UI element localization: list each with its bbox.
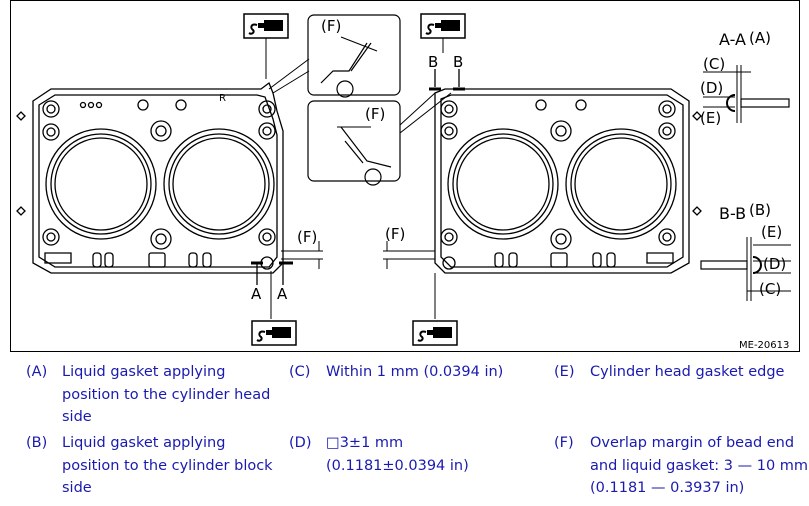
apply-marks-b <box>429 69 465 91</box>
r-mark: R <box>219 93 226 104</box>
legend-desc-a: Liquid gasket applying position to the c… <box>62 361 270 429</box>
legend-desc-f: Overlap margin of bead end and liquid ga… <box>590 432 808 500</box>
callout-a-2: A <box>277 285 288 303</box>
callout-f-right: (F) <box>385 225 405 243</box>
legend-desc-b-line: position to the cylinder block <box>62 457 273 474</box>
left-gasket <box>16 81 284 274</box>
callout-f-zoom-bottom: (F) <box>365 105 385 123</box>
leader-bottom-a <box>399 92 436 126</box>
callout-f-left: (F) <box>297 228 317 246</box>
section-bb-callout-e: (E) <box>761 223 782 241</box>
legend-code-e: (E) <box>554 364 575 380</box>
leader-top-a <box>268 58 310 90</box>
legend-code-b: (B) <box>26 435 48 451</box>
callout-b-1: B <box>428 53 438 71</box>
legend-desc-c-line: Within 1 mm (0.0394 in) <box>326 364 504 380</box>
section-bb-drawing <box>700 237 791 301</box>
right-gasket <box>434 88 702 274</box>
callout-a-1: A <box>251 285 262 303</box>
right-overlap-dimension <box>383 241 435 269</box>
legend-code-c: (C) <box>289 364 311 380</box>
section-bb-title: B-B <box>719 204 746 223</box>
detail-box-bottom <box>307 100 401 186</box>
section-bb-callout-d: (D) <box>763 255 786 273</box>
legend-desc-f-line: (0.1181 — 0.3937 in) <box>590 480 745 496</box>
legend-desc-c: Within 1 mm (0.0394 in) <box>326 361 503 384</box>
left-overlap-dimension <box>281 241 323 269</box>
legend-desc-b-line: side <box>62 480 92 496</box>
diagram-frame: R A A (F) <box>10 0 800 352</box>
legend-desc-d-line: □3±1 mm <box>326 435 404 451</box>
section-aa-drawing <box>703 65 790 123</box>
section-aa-sub: (A) <box>749 29 771 47</box>
gasket-diagram: R A A (F) <box>16 13 791 351</box>
legend-desc-a-line: Liquid gasket applying <box>62 364 226 380</box>
callout-f-zoom-top: (F) <box>321 17 341 35</box>
legend-desc-f-line: Overlap margin of bead end <box>590 435 795 451</box>
section-aa-title: A-A <box>719 30 746 49</box>
legend: (A) Liquid gasket applying position to t… <box>0 356 809 506</box>
legend-desc-f-line: and liquid gasket: 3 — 10 mm <box>590 457 809 474</box>
legend-desc-d-line: (0.1181±0.0394 in) <box>326 457 469 474</box>
section-aa-callout-c: (C) <box>703 55 725 73</box>
figure-ref-code: ME-20613 <box>739 340 789 351</box>
legend-desc-e: Cylinder head gasket edge <box>590 361 784 384</box>
section-aa-callout-e: (E) <box>700 109 721 127</box>
legend-code-a: (A) <box>26 364 48 380</box>
liquid-gasket-icon <box>420 13 466 39</box>
legend-desc-e-line: Cylinder head gasket edge <box>590 364 785 380</box>
legend-desc-a-line: side <box>62 409 92 425</box>
leader-top-b <box>272 70 310 94</box>
callout-b-2: B <box>453 53 463 71</box>
legend-desc-d: □3±1 mm (0.1181±0.0394 in) <box>326 432 469 477</box>
liquid-gasket-icon <box>243 13 289 39</box>
leader-bottom-b <box>399 92 452 134</box>
legend-code-d: (D) <box>289 435 312 451</box>
liquid-gasket-icon <box>251 320 297 346</box>
legend-code-f: (F) <box>554 435 574 451</box>
liquid-gasket-icon <box>412 320 458 346</box>
detail-box-top <box>307 14 401 98</box>
section-aa-callout-d: (D) <box>700 79 723 97</box>
legend-desc-b: Liquid gasket applying position to the c… <box>62 432 273 500</box>
section-bb-callout-c: (C) <box>759 280 781 298</box>
legend-desc-a-line: position to the cylinder head <box>62 386 271 403</box>
section-bb-sub: (B) <box>749 201 771 219</box>
apply-marks-a <box>251 261 293 285</box>
legend-desc-b-line: Liquid gasket applying <box>62 435 226 451</box>
